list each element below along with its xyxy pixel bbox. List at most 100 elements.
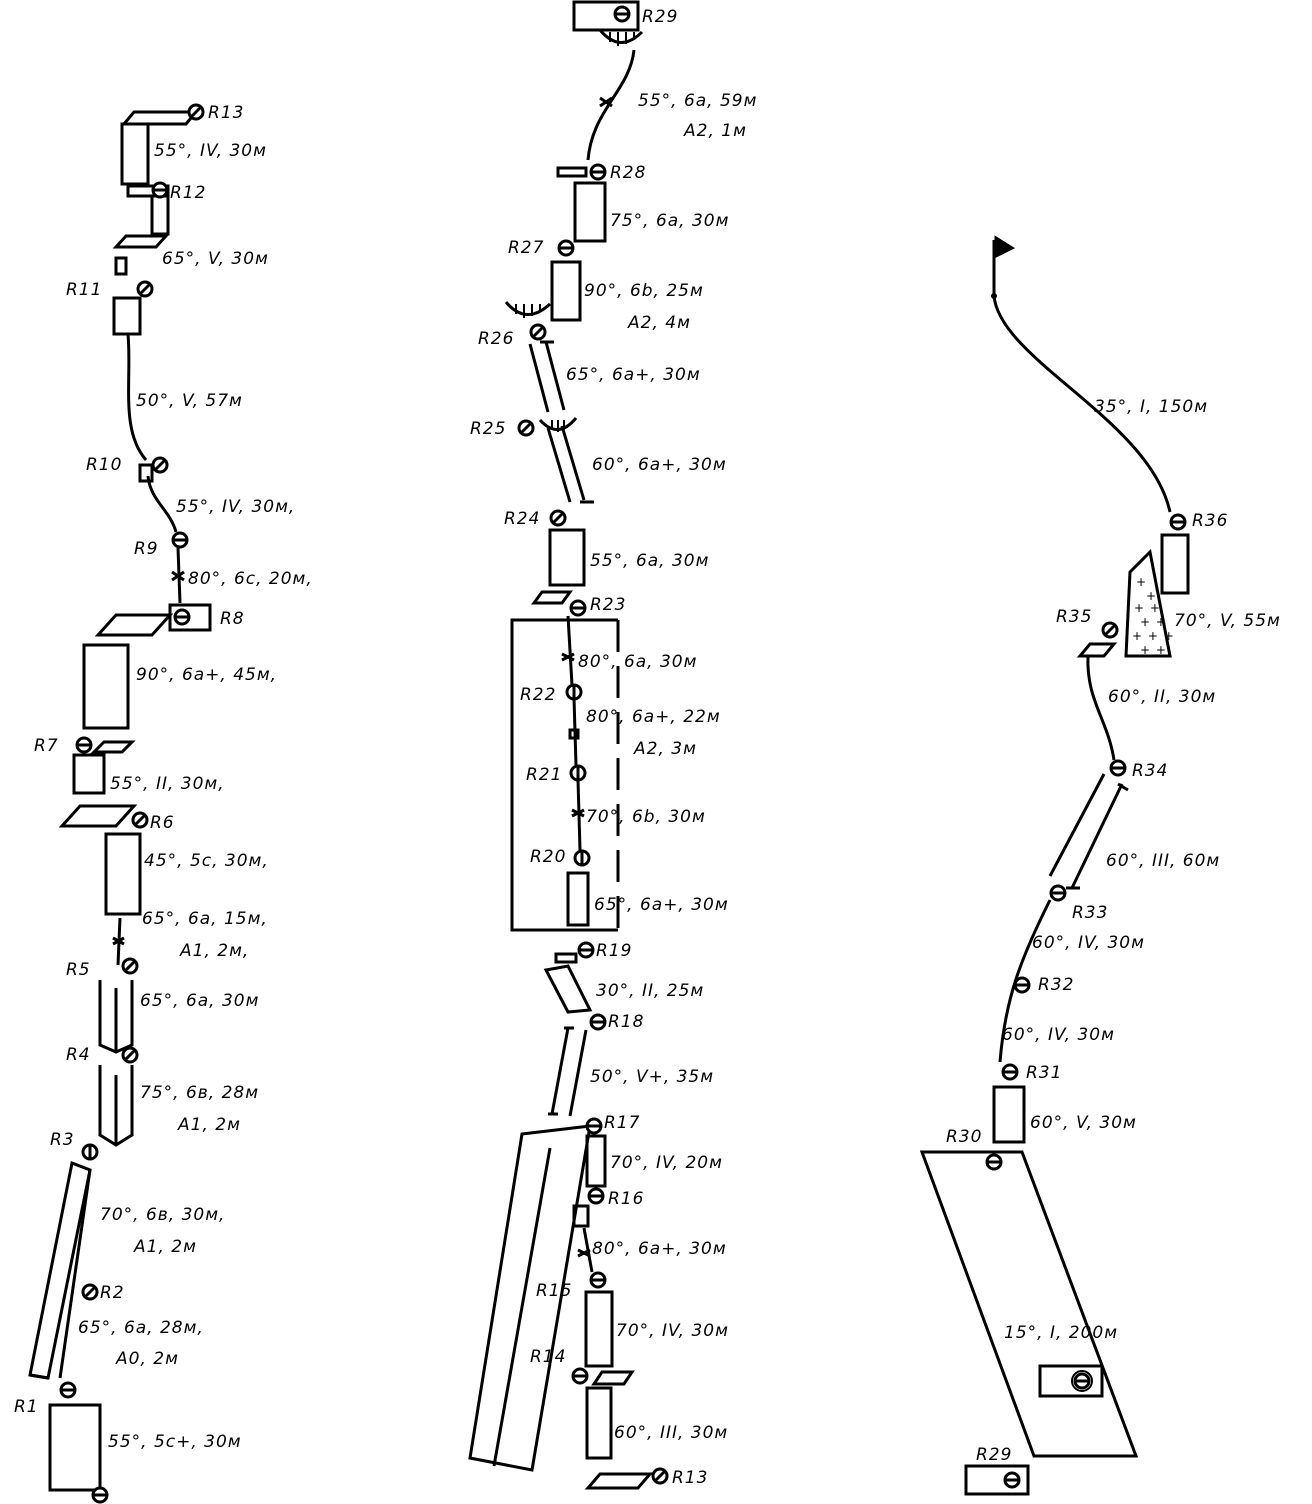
anchor-label: R28 <box>610 163 646 183</box>
pitch-label: 65°, 6a+, 30м <box>594 895 729 915</box>
dihedral-feature <box>468 1124 592 1472</box>
pitch-label: A2, 3м <box>633 739 697 759</box>
rock-block <box>572 0 640 32</box>
anchor-label: R4 <box>66 1045 91 1065</box>
anchor-label: R8 <box>220 609 245 629</box>
pitch-label: 75°, 6в, 28м <box>140 1083 259 1103</box>
anchor-bolt-icon <box>589 1013 607 1031</box>
rock-block <box>1160 533 1190 595</box>
ledge-feature <box>58 804 138 828</box>
pitch-label: A1, 2м, <box>179 941 249 961</box>
anchor-label: R24 <box>504 509 540 529</box>
pitch-label: 60°, II, 30м <box>1108 687 1216 707</box>
pitch-label: 60°, 6a+, 30м <box>592 455 727 475</box>
pitch-label: 80°, 6c, 20м, <box>188 569 313 589</box>
crack-line <box>568 1029 588 1117</box>
route-line <box>146 475 178 533</box>
anchor-bolt-icon <box>81 1283 99 1301</box>
anchor-label: R15 <box>536 1281 572 1301</box>
rock-block <box>964 1464 1030 1496</box>
route-line <box>126 333 148 461</box>
chimney-feature <box>1124 548 1172 658</box>
wall-frame <box>510 618 618 932</box>
anchor-bolt-icon <box>1001 1063 1019 1081</box>
rock-block <box>585 1134 607 1188</box>
svg-text:+ +: + + <box>1140 643 1167 657</box>
rock-block <box>550 260 582 322</box>
pitch-label: 30°, II, 25м <box>596 981 704 1001</box>
anchor-label: R26 <box>478 329 514 349</box>
rock-block <box>548 528 586 587</box>
crack-line <box>544 341 566 411</box>
rock-block <box>150 194 170 236</box>
anchor-bolt-icon <box>121 957 139 975</box>
anchor-label: R23 <box>590 595 626 615</box>
anchor-label: R19 <box>596 941 632 961</box>
pitch-label: 70°, 6b, 30м <box>586 807 706 827</box>
dihedral-edge <box>492 1147 552 1467</box>
pitch-label: 65°, 6a, 30м <box>140 991 259 1011</box>
aid-marker <box>561 652 575 662</box>
crack-line <box>550 1027 570 1115</box>
anchor-label: R29 <box>642 7 678 27</box>
anchor-bolt-icon <box>571 1367 589 1385</box>
rock-block <box>556 166 588 178</box>
slab-feature <box>919 1150 1139 1458</box>
pitch-label: 70°, IV, 30м <box>616 1321 729 1341</box>
svg-text:+ +: + + <box>1134 601 1161 615</box>
anchor-label: R33 <box>1072 903 1108 923</box>
anchor-bolt-icon <box>577 941 595 959</box>
anchor-label: R21 <box>526 765 562 785</box>
anchor-bolt-icon <box>1169 513 1187 531</box>
anchor-label: R36 <box>1192 511 1228 531</box>
aid-marker <box>112 936 125 946</box>
svg-text:+ + +: + + + <box>1132 629 1175 643</box>
anchor-label: R32 <box>1038 975 1074 995</box>
pitch-label: 45°, 5c, 30м, <box>144 851 269 871</box>
left-column: R1 55°, 5c+, 30м R2 65°, 6a, 28м, A0, 2м… <box>14 103 313 1504</box>
dihedral-edge <box>58 1169 92 1379</box>
anchor-bolt-icon <box>985 1153 1003 1171</box>
pitch-label: 90°, 6a+, 45м, <box>136 665 277 685</box>
anchor-label: R35 <box>1056 607 1092 627</box>
roof-feature <box>598 29 644 44</box>
anchor-bolt-icon <box>121 1046 139 1064</box>
anchor-bolt-icon <box>613 5 631 23</box>
anchor-label: R25 <box>470 419 506 439</box>
anchor-bolt-icon <box>81 1143 99 1161</box>
anchor-bolt-icon <box>517 419 535 437</box>
anchor-label: R22 <box>520 685 556 705</box>
rock-block <box>120 122 150 186</box>
pitch-label: 60°, IV, 30м <box>1032 933 1145 953</box>
svg-text:+ +: + + <box>1140 615 1167 629</box>
pitch-label: A1, 2м <box>133 1237 197 1257</box>
anchor-bolt-icon <box>151 181 169 199</box>
pitch-label: 55°, 6a, 59м <box>638 91 757 111</box>
anchor-bolt-icon <box>589 1271 607 1289</box>
pitch-label: 80°, 6a, 30м <box>578 652 697 672</box>
crack-line <box>1048 773 1106 877</box>
anchor-bolt-icon <box>1049 884 1067 902</box>
anchor-bolt-icon <box>1101 621 1119 639</box>
dihedral-edge <box>29 1373 49 1380</box>
anchor-bolt-icon <box>569 764 587 782</box>
aid-marker <box>599 96 613 108</box>
anchor-label: R34 <box>1132 761 1168 781</box>
ledge-feature <box>90 740 136 754</box>
anchor-label: R31 <box>1026 1063 1062 1083</box>
pitch-label: 65°, 6a, 28м, <box>78 1318 204 1338</box>
svg-text:+: + <box>1146 589 1157 603</box>
ledge-feature <box>94 613 174 637</box>
anchor-label: R14 <box>530 1347 566 1367</box>
anchor-label: R6 <box>150 813 175 833</box>
aid-marker <box>568 728 580 740</box>
pitch-label: 90°, 6b, 25м <box>584 281 704 301</box>
anchor-bolt-icon <box>136 280 154 298</box>
ledge-feature <box>584 1472 654 1490</box>
route-line <box>586 49 636 161</box>
rock-block <box>114 256 128 276</box>
aid-marker <box>171 570 185 582</box>
roof-feature <box>504 301 552 316</box>
right-column: R29 15°, I, 200м R30 60°, V, 30м R31 60°… <box>919 235 1280 1496</box>
